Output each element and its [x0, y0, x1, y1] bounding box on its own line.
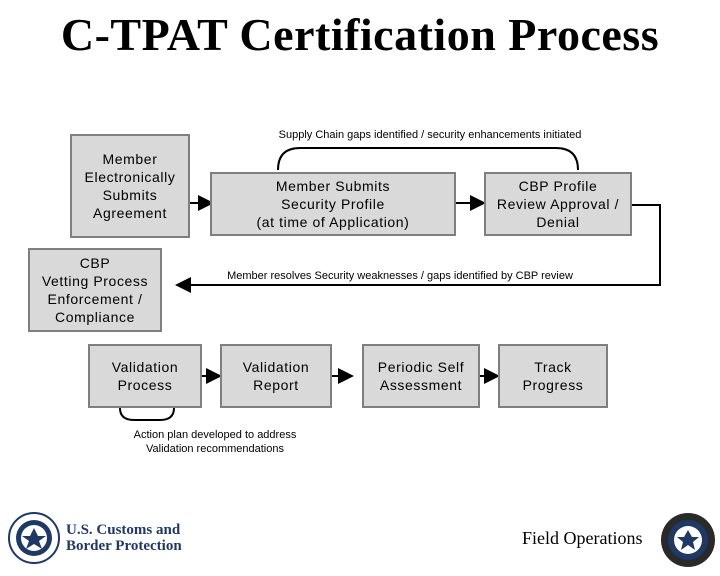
box-validation-process: Validation Process [88, 344, 202, 408]
box-cbp-profile-review: CBP Profile Review Approval / Denial [484, 172, 632, 236]
box-member-submits-agreement: Member Electronically Submits Agreement [70, 134, 190, 238]
box-periodic-self-assessment: Periodic Self Assessment [362, 344, 480, 408]
action-plan-brace [119, 407, 175, 421]
page-title: C-TPAT Certification Process [60, 9, 660, 60]
label-member-resolves: Member resolves Security weaknesses / ga… [227, 270, 573, 282]
cbp-logo: U.S. Customs and Border Protection [8, 512, 182, 564]
label-supply-chain-gaps: Supply Chain gaps identified / security … [278, 129, 582, 141]
box-validation-report: Validation Report [220, 344, 332, 408]
arrow-review-loop [175, 204, 661, 293]
supply-chain-brace [277, 147, 579, 171]
box-track-progress: Track Progress [498, 344, 608, 408]
field-operations-label: Field Operations [522, 528, 643, 548]
box-cbp-vetting: CBP Vetting Process Enforcement / Compli… [28, 248, 162, 332]
dhs-seal-icon [8, 512, 60, 564]
agency-name: U.S. Customs and Border Protection [66, 522, 182, 554]
label-action-plan: Action plan developed to address Validat… [133, 429, 297, 455]
box-member-submits-profile: Member Submits Security Profile (at time… [210, 172, 456, 236]
cbp-badge-icon [661, 513, 715, 567]
